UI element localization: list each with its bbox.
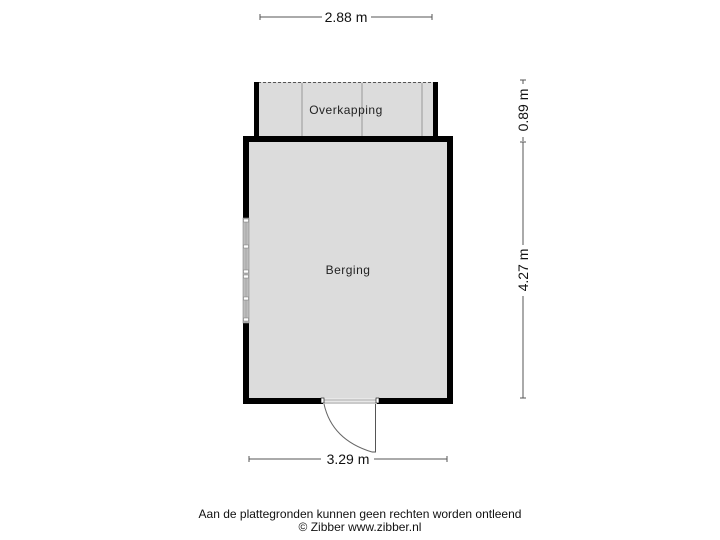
room-overkapping: Overkapping (254, 82, 438, 138)
door-bottom (320, 397, 380, 453)
room-label-berging: Berging (326, 263, 371, 277)
dimension-label-right-overkapping: 0.89 m (515, 89, 531, 132)
dimension-bottom-width: 3.29 m (248, 451, 448, 467)
dimension-right-overkapping: 0.89 m (515, 79, 531, 141)
footer-disclaimer: Aan de plattegronden kunnen geen rechten… (198, 507, 522, 521)
footer-copyright: © Zibber www.zibber.nl (298, 520, 422, 534)
dimension-right-berging: 4.27 m (515, 141, 531, 399)
dimension-label-top: 2.88 m (325, 9, 368, 25)
room-label-overkapping: Overkapping (309, 103, 383, 117)
dimension-label-bottom: 3.29 m (327, 451, 370, 467)
dimension-label-right-berging: 4.27 m (515, 249, 531, 292)
dimension-top-width: 2.88 m (259, 9, 433, 25)
room-berging: Berging (243, 136, 453, 404)
window-left (242, 217, 250, 324)
